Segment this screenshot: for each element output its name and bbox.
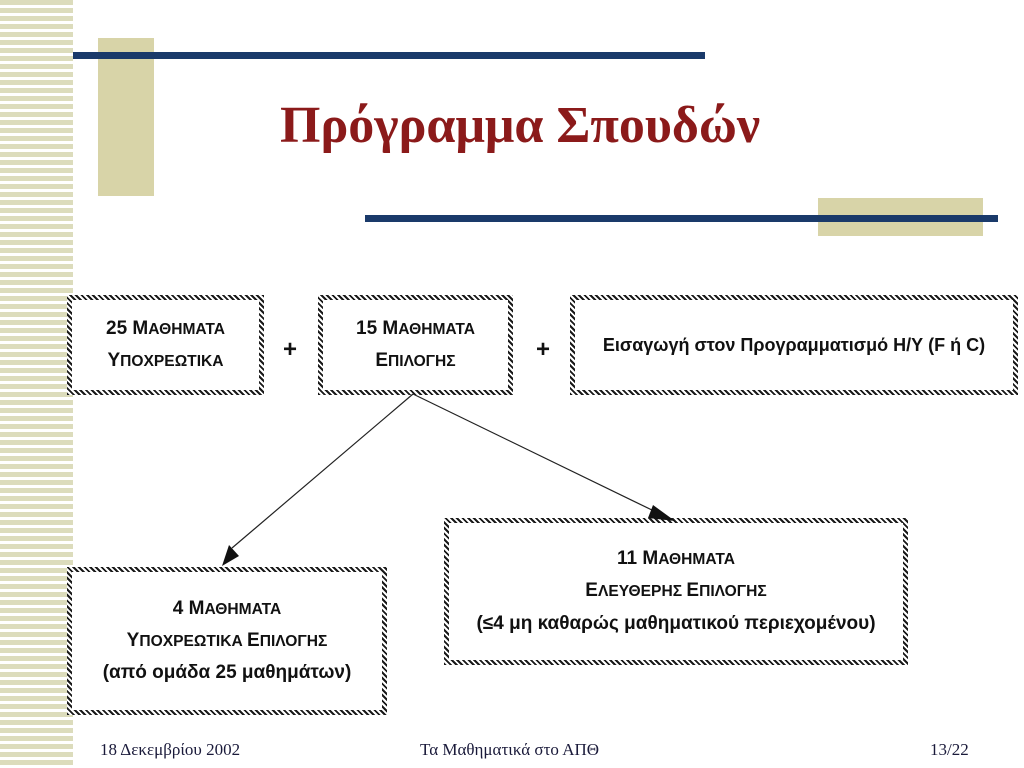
box2-line2-a: Ε	[375, 350, 389, 371]
box-compulsory-electives: 4 ΜΑΘΗΜΑΤΑ ΥΠΟΧΡΕΩΤΙΚΑ ΕΠΙΛΟΓΗΣ (από ομά…	[67, 567, 387, 715]
tan-accent-block-top	[98, 38, 154, 196]
box-compulsory-line1: 25 ΜΑΘΗΜΑΤΑ	[106, 313, 225, 345]
box1-line2-a: Υ	[107, 350, 121, 371]
box-compulsory-electives-line3: (από ομάδα 25 μαθημάτων)	[102, 662, 352, 684]
box-programming-intro: Εισαγωγή στον Προγραμματισμό Η/Υ (F ή C)	[570, 295, 1018, 395]
box-compulsory-electives-line1: 4 ΜΑΘΗΜΑΤΑ	[173, 593, 281, 625]
box5-line2-c: Ε	[686, 580, 700, 602]
box-elective-courses: 15 ΜΑΘΗΜΑΤΑ ΕΠΙΛΟΓΗΣ	[318, 295, 513, 395]
box2-line1-b: ΑΘΗΜΑΤΑ	[398, 320, 475, 338]
footer-date: 18 Δεκεμβρίου 2002	[100, 740, 241, 759]
box5-line2-d: ΠΙΛΟΓΗΣ	[699, 583, 767, 601]
box4-line1-a: 4 Μ	[172, 597, 205, 619]
box1-line2-b: ΠΟΧΡΕΩΤΙΚΑ	[120, 353, 224, 370]
navy-rule-top	[73, 52, 705, 59]
box4-line2-d: ΠΙΛΟΓΗΣ	[259, 632, 328, 650]
plus-sign-1: +	[283, 336, 298, 363]
footer-page-number: 13/22	[930, 740, 969, 759]
arrow-to-free-electives	[412, 393, 657, 513]
box-free-electives-line3: (≤4 μη καθαρώς μαθηματικού περιεχομένου)	[476, 612, 876, 634]
navy-rule-bottom	[365, 215, 998, 222]
arrow-to-compulsory-electives	[231, 393, 414, 549]
box5-line2-b: ΛΕΥΘΕΡΗΣ	[597, 583, 687, 601]
box4-line2-c: Ε	[247, 629, 260, 651]
box4-line2-a: Υ	[126, 629, 140, 651]
box4-line2-b: ΠΟΧΡΕΩΤΙΚΑ	[139, 632, 248, 650]
box5-line1-b: ΑΘΗΜΑΤΑ	[658, 551, 735, 569]
box1-line1-a: 25 Μ	[106, 317, 149, 339]
box5-line2-a: Ε	[585, 580, 598, 602]
box5-line1-a: 11 Μ	[617, 548, 659, 570]
plus-sign-2: +	[536, 336, 551, 363]
box-elective-line1: 15 ΜΑΘΗΜΑΤΑ	[356, 313, 475, 345]
box-free-electives-line2: ΕΛΕΥΘΕΡΗΣ ΕΠΙΛΟΓΗΣ	[585, 575, 766, 607]
box-compulsory-line2: ΥΠΟΧΡΕΩΤΙΚΑ	[107, 345, 223, 377]
box-free-electives: 11 ΜΑΘΗΜΑΤΑ ΕΛΕΥΘΕΡΗΣ ΕΠΙΛΟΓΗΣ (≤4 μη κα…	[444, 518, 908, 665]
box1-line1-b: ΑΘΗΜΑΤΑ	[148, 320, 225, 338]
left-stripe-decoration	[0, 0, 73, 768]
box2-line1-a: 15 Μ	[356, 317, 399, 339]
box-programming-line1: Εισαγωγή στον Προγραμματισμό Η/Υ (F ή C)	[602, 334, 986, 355]
box-elective-line2: ΕΠΙΛΟΓΗΣ	[375, 345, 455, 377]
footer-center-text: Τα Μαθηματικά στο ΑΠΘ	[420, 740, 600, 759]
arrowhead-compulsory-electives	[222, 545, 239, 566]
box-compulsory-courses: 25 ΜΑΘΗΜΑΤΑ ΥΠΟΧΡΕΩΤΙΚΑ	[67, 295, 264, 395]
slide-title: Πρόγραμμα Σπουδών	[280, 97, 761, 154]
box4-line1-b: ΑΘΗΜΑΤΑ	[204, 600, 282, 618]
box-compulsory-electives-line2: ΥΠΟΧΡΕΩΤΙΚΑ ΕΠΙΛΟΓΗΣ	[127, 625, 328, 657]
box-free-electives-line1: 11 ΜΑΘΗΜΑΤΑ	[617, 543, 735, 575]
box2-line2-b: ΠΙΛΟΓΗΣ	[388, 353, 456, 370]
